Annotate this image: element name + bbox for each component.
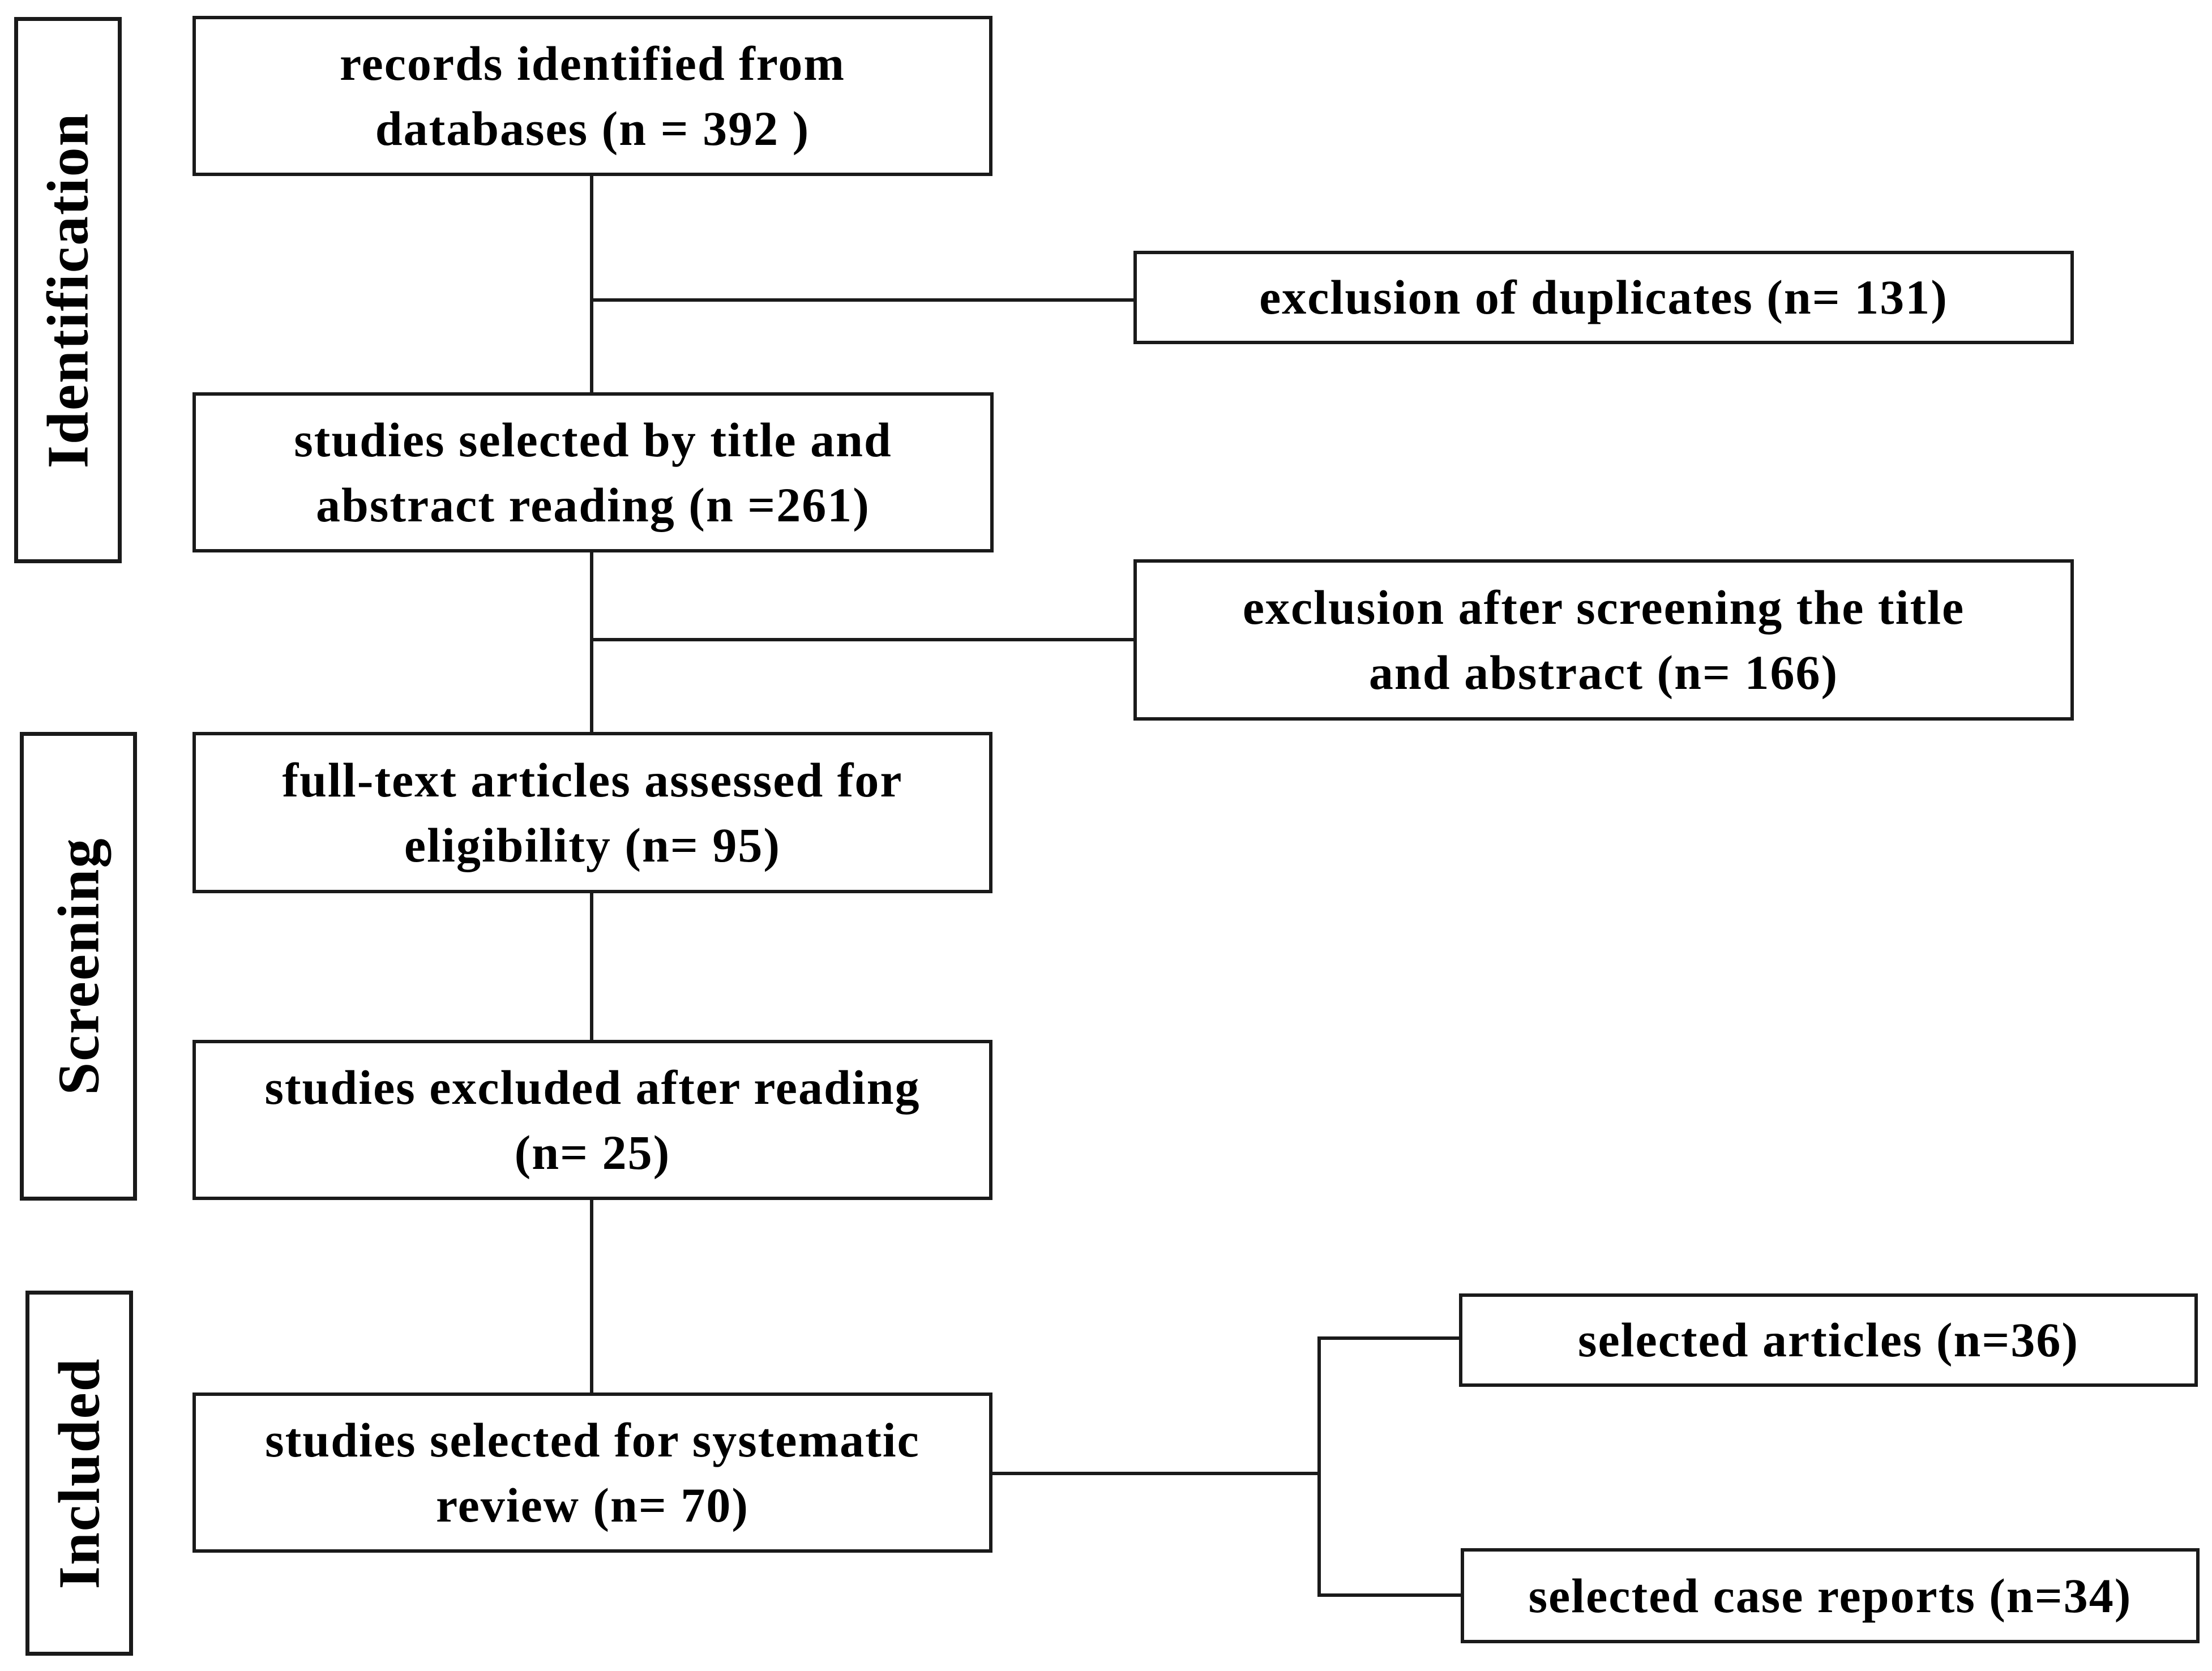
excluded-reading-box: studies excluded after reading (n= 25) (192, 1040, 992, 1200)
duplicates-excluded-line1: exclusion of duplicates (n= 131) (1259, 270, 1948, 324)
full-text-line1: full-text articles assessed for (282, 752, 903, 807)
phase-included-label: Included (46, 1357, 112, 1589)
phase-identification: Identification (14, 17, 122, 563)
phase-screening-label: Screening (46, 837, 111, 1095)
systematic-review-box: studies selected for systematic review (… (192, 1392, 992, 1553)
title-abstract-box: studies selected by title and abstract r… (192, 392, 994, 552)
full-text-line2: eligibility (n= 95) (404, 817, 781, 872)
phase-identification-label: Identification (35, 112, 101, 468)
excluded-screening-line2: and abstract (n= 166) (1368, 645, 1839, 700)
title-abstract-line2: abstract reading (n =261) (316, 477, 870, 532)
records-identified-box: records identified from databases (n = 3… (192, 16, 992, 176)
excluded-reading-line1: studies excluded after reading (264, 1060, 921, 1115)
excluded-reading-line2: (n= 25) (514, 1125, 671, 1180)
phase-screening: Screening (20, 732, 137, 1201)
records-identified-line2: databases (n = 392 ) (375, 101, 810, 156)
systematic-review-line1: studies selected for systematic (265, 1412, 920, 1467)
selected-articles-line1: selected articles (n=36) (1577, 1313, 2080, 1367)
full-text-box: full-text articles assessed for eligibil… (192, 732, 992, 893)
excluded-screening-box: exclusion after screening the title and … (1133, 559, 2074, 721)
selected-case-reports-box: selected case reports (n=34) (1461, 1548, 2200, 1643)
records-identified-line1: records identified from (339, 36, 846, 91)
systematic-review-line2: review (n= 70) (435, 1477, 750, 1532)
title-abstract-line1: studies selected by title and (294, 412, 892, 467)
duplicates-excluded-box: exclusion of duplicates (n= 131) (1133, 251, 2074, 344)
selected-case-reports-line1: selected case reports (n=34) (1528, 1568, 2132, 1623)
excluded-screening-line1: exclusion after screening the title (1242, 580, 1965, 635)
selected-articles-box: selected articles (n=36) (1459, 1293, 2198, 1387)
phase-included: Included (25, 1291, 133, 1656)
